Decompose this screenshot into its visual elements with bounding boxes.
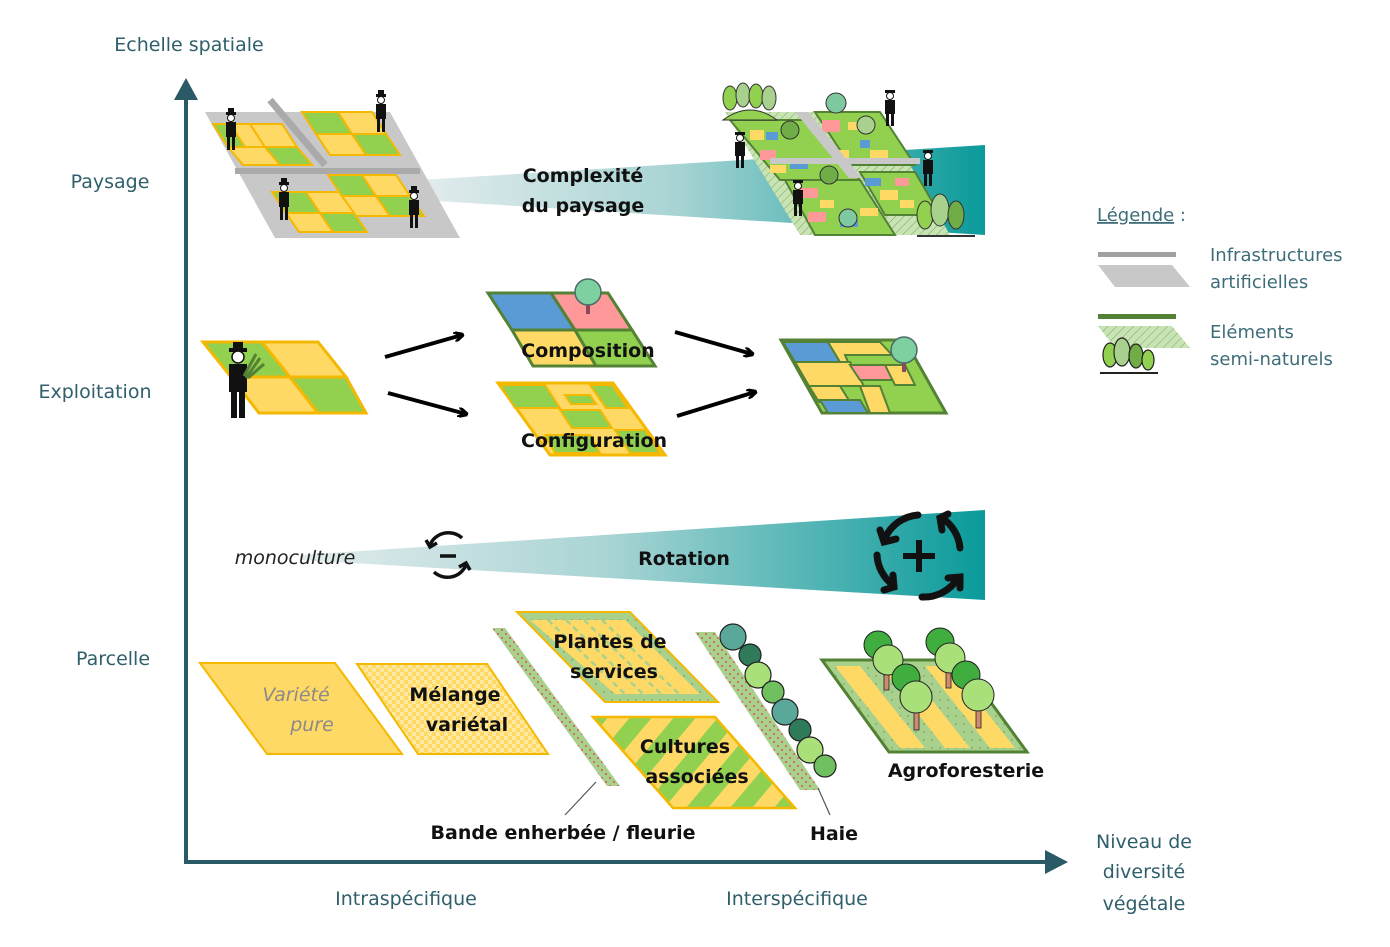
shrub-icon (719, 623, 747, 651)
x-category-interspecifique: Interspécifique (726, 888, 868, 910)
farmer-icons-simple-landscape (226, 90, 419, 228)
legend: Légende : Infrastructures artificielles … (1097, 205, 1343, 374)
infrastructure-swatch-icon (1098, 252, 1190, 287)
farmer-icon (409, 186, 419, 228)
shrub-icon (796, 736, 824, 764)
farmer-icon (279, 178, 289, 220)
legend-title: Légende : (1097, 205, 1186, 226)
x-axis-title-line2: diversité (1103, 861, 1185, 883)
variete-pure-field (198, 662, 404, 755)
variete-pure-label-line1: Variété (262, 684, 329, 706)
variete-pure-label-line2: pure (289, 714, 334, 736)
x-axis-title-line1: Niveau de (1096, 831, 1192, 853)
semi-natural-swatch-icon (1098, 314, 1190, 374)
tree-icon (574, 278, 602, 314)
rotation-gradient (300, 510, 985, 600)
tree-icon (856, 115, 876, 135)
arrow-to-composition (384, 335, 462, 359)
farmer-icon (923, 150, 933, 186)
tree-cluster-icon (721, 82, 779, 121)
bande-enherbee-strip (492, 628, 620, 816)
tree-icon (780, 120, 800, 140)
legend-title-text: Légende (1097, 205, 1174, 226)
tree-icon (825, 92, 847, 114)
monoculture-label: monoculture (235, 547, 356, 569)
arrow-from-configuration (676, 392, 755, 418)
haie-leader-line (817, 787, 831, 816)
agroforesterie-label: Agroforesterie (888, 760, 1044, 782)
melange-varietal-field (355, 663, 550, 755)
configuration-label: Configuration (521, 430, 667, 452)
shrub-icon (744, 661, 772, 689)
plantes-services-label-line2: services (570, 661, 658, 683)
flow-arrows (384, 330, 755, 418)
simple-farm-illustration (199, 340, 369, 418)
arrow-from-composition (674, 330, 752, 354)
complexity-label-line2: du paysage (522, 195, 645, 217)
composition-farm-illustration (485, 278, 658, 368)
melange-label-line1: Mélange (409, 684, 500, 706)
legend-title-suffix: : (1174, 205, 1186, 226)
tree-icon (838, 208, 858, 228)
y-axis-arrow-icon (174, 78, 198, 100)
farmer-icon (376, 90, 386, 132)
x-axis (184, 850, 1068, 874)
shrub-icon (761, 680, 785, 704)
x-axis-title-line3: végétale (1103, 893, 1186, 915)
arrow-to-configuration (387, 391, 466, 414)
simple-landscape-illustration (205, 97, 460, 238)
cultures-associees-label-line1: Cultures (640, 736, 730, 758)
cultures-associees-field (590, 715, 798, 810)
legend-item-2-line1: Eléments (1210, 322, 1294, 343)
farmer-icon (229, 342, 265, 418)
rotation-plus-icon (873, 510, 964, 601)
melange-label-line2: variétal (426, 714, 508, 736)
complex-farm-illustration (778, 336, 949, 415)
shrub-icon (813, 754, 837, 778)
configuration-farm-illustration (495, 381, 668, 457)
x-axis-arrow-icon (1045, 850, 1068, 874)
legend-item-2-line2: semi-naturels (1210, 349, 1333, 370)
bande-leader-line (564, 781, 597, 816)
farmer-icon (793, 180, 803, 216)
haie-illustration (695, 623, 837, 816)
haie-label: Haie (810, 823, 858, 845)
tree-icon (819, 165, 839, 185)
y-level-paysage: Paysage (71, 171, 150, 193)
y-level-parcelle: Parcelle (76, 648, 150, 670)
agroforesterie-field (819, 627, 1030, 754)
y-axis (174, 78, 198, 862)
y-axis-title: Echelle spatiale (114, 34, 263, 56)
bande-enherbee-label: Bande enherbée / fleurie (431, 822, 696, 844)
farmer-icon (885, 90, 895, 126)
rotation-minus-icon (424, 530, 472, 580)
tree-icon (891, 663, 933, 731)
tree-cluster-icon (916, 193, 975, 237)
legend-item-1-line2: artificielles (1210, 272, 1308, 293)
plantes-de-services-field (514, 611, 721, 703)
x-category-intraspecifique: Intraspécifique (335, 888, 477, 910)
complex-landscape-illustration (721, 82, 975, 237)
rotation-label: Rotation (638, 548, 730, 570)
cultures-associees-label-line2: associées (645, 766, 748, 788)
legend-item-1-line1: Infrastructures (1210, 245, 1343, 266)
farmer-icon (735, 132, 745, 168)
plantes-services-label-line1: Plantes de (553, 631, 666, 653)
tree-icon (951, 660, 995, 729)
y-level-exploitation: Exploitation (39, 381, 152, 403)
complexity-label-line1: Complexité (523, 165, 644, 187)
tree-icon (925, 627, 966, 689)
tree-icon (890, 336, 918, 372)
tree-icon (863, 630, 904, 691)
shrub-icon (771, 698, 799, 726)
composition-label: Composition (521, 340, 654, 362)
farmer-icon (226, 108, 236, 150)
